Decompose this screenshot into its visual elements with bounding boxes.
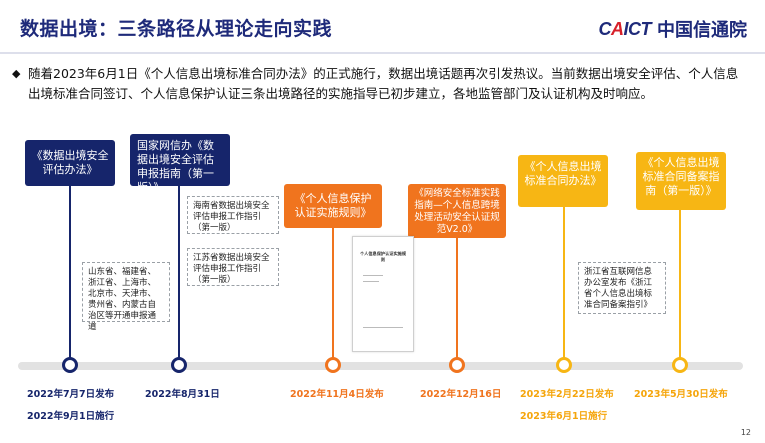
date-label-1b: 2022年9月1日施行 <box>27 411 115 422</box>
logo-mark: CAICT <box>598 18 652 39</box>
card-cross-border-certification-spec: 《网络安全标准实践指南—个人信息跨境处理活动安全认证规范V2.0》 <box>408 184 506 238</box>
date-label-2: 2022年8月31日 <box>145 389 220 400</box>
date-label-6: 2023年5月30日发布 <box>634 389 728 400</box>
date-label-4: 2022年12月16日 <box>420 389 502 400</box>
card-label: 《个人信息出境标准合同备案指南（第一版）》 <box>642 156 720 197</box>
timeline-bar <box>18 362 743 370</box>
card-label: 国家网信办《数据出境安全评估申报指南（第一版）》 <box>137 139 214 194</box>
timeline-node-1 <box>62 357 78 373</box>
card-pi-protection-certification-rules: 《个人信息保护认证实施规则》 <box>284 184 382 228</box>
card-label: 《个人信息保护认证实施规则》 <box>294 192 372 219</box>
stem-3 <box>332 228 334 358</box>
diamond-bullet-icon: ◆ <box>12 67 21 80</box>
document-heading: 个人信息保护认证实施规则 <box>359 251 407 262</box>
stem-5 <box>563 207 565 358</box>
card-label: 《数据出境安全评估办法》 <box>31 149 109 176</box>
card-data-export-assessment-measures: 《数据出境安全评估办法》 <box>25 140 115 186</box>
caict-logo: CAICT 中国信通院 <box>599 16 748 42</box>
logo-cn-text: 中国信通院 <box>657 20 747 41</box>
timeline-node-6 <box>672 357 688 373</box>
date-label-5a: 2023年2月22日发布 <box>520 389 614 400</box>
intro-paragraph: ◆ 随着2023年6月1日《个人信息出境标准合同办法》的正式施行，数据出境话题再… <box>12 64 743 104</box>
timeline-node-2 <box>171 357 187 373</box>
page-number: 12 <box>740 428 751 437</box>
date-label-1a: 2022年7月7日发布 <box>27 389 115 400</box>
stem-6 <box>679 210 681 358</box>
card-standard-contract-measures: 《个人信息出境标准合同办法》 <box>518 155 608 207</box>
document-line <box>363 281 379 282</box>
intro-text: 随着2023年6月1日《个人信息出境标准合同办法》的正式施行，数据出境话题再次引… <box>28 66 739 101</box>
card-standard-contract-filing-guide: 《个人信息出境标准合同备案指南（第一版）》 <box>636 152 726 210</box>
timeline-node-5 <box>556 357 572 373</box>
note-provinces-open-channels: 山东省、福建省、浙江省、上海市、北京市、天津市、贵州省、内蒙古自治区等开通申报通… <box>82 262 170 332</box>
document-thumbnail: 个人信息保护认证实施规则 <box>352 236 414 352</box>
timeline-node-4 <box>449 357 465 373</box>
document-line <box>363 327 403 328</box>
note-jiangsu-guideline: 江苏省数据出境安全评估申报工作指引（第一版） <box>187 248 279 286</box>
page-title: 数据出境：三条路径从理论走向实践 <box>20 18 333 40</box>
header-rule <box>0 52 765 54</box>
timeline-node-3 <box>325 357 341 373</box>
card-label: 《个人信息出境标准合同办法》 <box>524 160 602 187</box>
stem-4 <box>456 238 458 358</box>
card-assessment-filing-guide: 国家网信办《数据出境安全评估申报指南（第一版）》 <box>130 134 230 194</box>
card-label: 《网络安全标准实践指南—个人信息跨境处理活动安全认证规范V2.0》 <box>414 188 500 235</box>
note-hainan-guideline: 海南省数据出境安全评估申报工作指引（第一版） <box>187 196 279 234</box>
stem-1 <box>69 186 71 358</box>
stem-2 <box>178 186 180 358</box>
date-label-3: 2022年11月4日发布 <box>290 389 384 400</box>
date-label-5b: 2023年6月1日施行 <box>520 411 608 422</box>
document-line <box>363 275 383 276</box>
note-zhejiang-guideline: 浙江省互联网信息办公室发布《浙江省个人信息出境标准合同备案指引》 <box>578 262 666 314</box>
